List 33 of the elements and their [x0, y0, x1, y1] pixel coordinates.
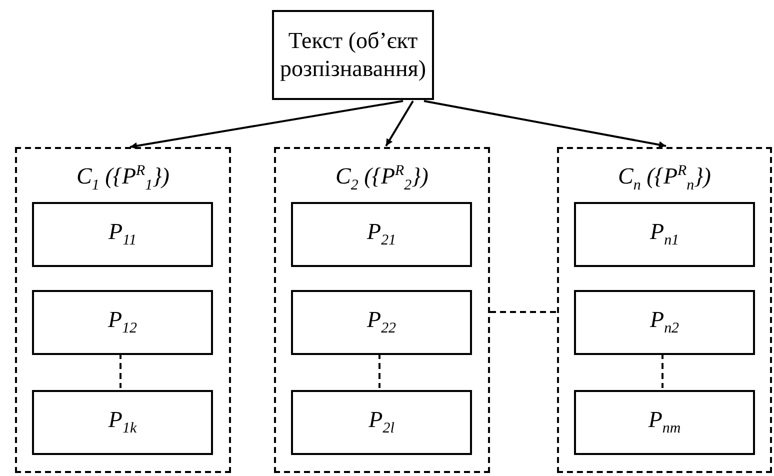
- arrow: [424, 100, 666, 148]
- process-box: [32, 202, 213, 267]
- box-label: P$_{n2}$: [650, 306, 679, 339]
- box-label: P$_{21}$: [367, 218, 396, 251]
- box-label: P$_{2l}$: [368, 406, 394, 439]
- process-box: [291, 202, 472, 267]
- dashed-connector: [120, 353, 122, 388]
- group-heading: C$_{2}$ ({P$^{R}$$_{2}$}): [334, 163, 430, 194]
- box-label: Текст (об’єкт розпізнавання): [278, 27, 427, 83]
- arrow: [385, 100, 414, 147]
- box-label: P$_{nm}$: [648, 406, 681, 439]
- dashed-connector: [490, 311, 557, 313]
- process-box: [272, 10, 434, 100]
- process-box: [574, 390, 755, 455]
- box-label: P$_{n1}$: [650, 218, 679, 251]
- dashed-group-box: [557, 147, 772, 473]
- box-label: P$_{1k}$: [108, 406, 137, 439]
- group-heading: C$_{n}$ ({P$^{R}$$_{n}$}): [617, 163, 712, 194]
- process-box: [574, 290, 755, 355]
- arrow: [130, 100, 404, 150]
- box-label: P$_{12}$: [108, 306, 137, 339]
- dashed-connector: [378, 353, 380, 388]
- group-heading: C$_{1}$ ({P$^{R}$$_{1}$}): [76, 163, 170, 194]
- dashed-connector: [662, 353, 664, 388]
- box-label: P$_{11}$: [108, 218, 136, 251]
- dashed-group-box: [274, 147, 490, 473]
- box-label: P$_{22}$: [367, 306, 396, 339]
- dashed-group-box: [15, 147, 231, 473]
- process-box: [291, 290, 472, 355]
- process-box: [32, 390, 213, 455]
- process-box: [291, 390, 472, 455]
- process-box: [32, 290, 213, 355]
- process-box: [574, 202, 755, 267]
